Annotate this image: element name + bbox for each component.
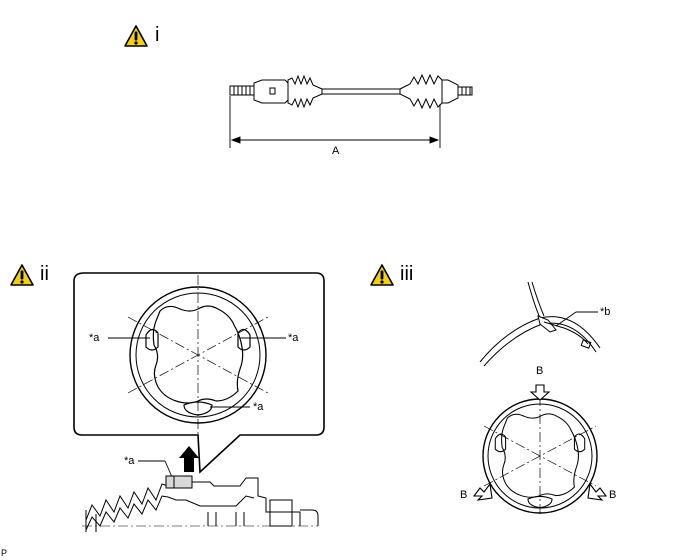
press-label-b-left: B (460, 489, 468, 501)
dimension-label-a: A (332, 145, 340, 157)
callout-a-bottom: *a (253, 401, 264, 413)
dimension-a (229, 96, 441, 148)
up-arrow-icon (179, 446, 199, 472)
press-label-b-top: B (536, 365, 544, 377)
section-i (124, 25, 473, 148)
section-ii (10, 264, 325, 532)
drive-shaft (229, 73, 473, 110)
callout-b: *b (600, 306, 611, 318)
callout-a-boot: *a (124, 455, 135, 467)
zoom-callout-frame (73, 272, 325, 474)
section-label-i: i (155, 24, 160, 46)
press-arrow-icon (472, 384, 608, 501)
joint-housing-side-view (82, 475, 319, 532)
press-label-b-right: B (609, 489, 617, 501)
joint-face-press-view (482, 396, 598, 516)
caution-triangle-icon (124, 25, 148, 47)
callout-a-left: *a (89, 332, 100, 344)
caution-triangle-icon (10, 264, 34, 286)
joint-face-view (127, 275, 269, 435)
clamp-cross-section (479, 281, 601, 367)
section-label-iii: iii (400, 263, 414, 285)
section-label-ii: ii (40, 263, 49, 285)
section-iii (370, 264, 608, 516)
caution-triangle-icon (370, 264, 394, 286)
figure-code: P (1, 548, 8, 558)
callout-a-right: *a (288, 332, 299, 344)
